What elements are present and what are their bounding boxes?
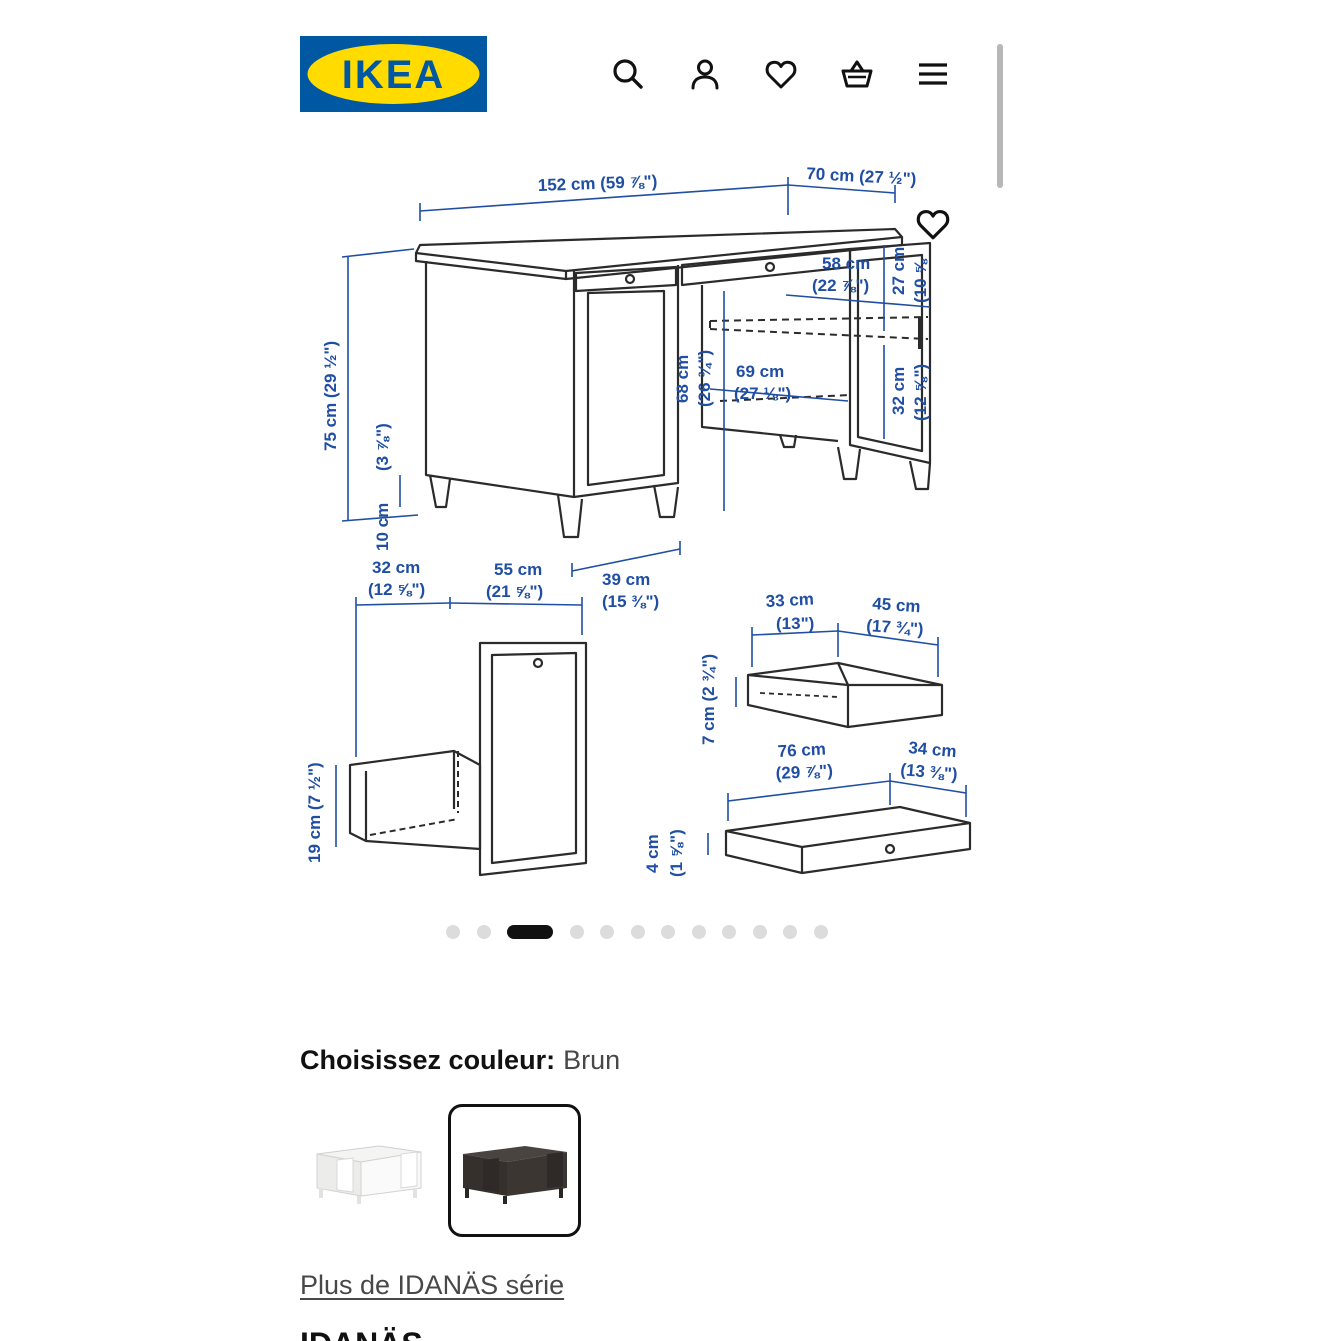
dim-leg-height-in: (3 ⅞") bbox=[373, 423, 392, 471]
dim-leg-height-cm: 10 cm bbox=[373, 503, 392, 551]
dim-cabinet-depth-cm: 39 cm bbox=[602, 570, 650, 589]
account-button[interactable] bbox=[683, 52, 727, 96]
dim-door-width-cm: 32 cm bbox=[372, 558, 420, 577]
brown-desk-thumbnail bbox=[462, 1145, 567, 1204]
menu-button[interactable] bbox=[911, 52, 955, 96]
dim-knee-width-in: (27 ⅛") bbox=[734, 384, 791, 403]
add-to-favourites-button[interactable] bbox=[910, 201, 956, 247]
dim-flat-drawer-width-cm: 76 cm bbox=[777, 739, 826, 760]
white-desk-thumbnail bbox=[316, 1144, 421, 1204]
selected-colour: Brun bbox=[563, 1045, 621, 1075]
dim-depth-total: 70 cm (27 ½") bbox=[806, 164, 917, 189]
dim-flat-drawer-depth-cm: 34 cm bbox=[908, 738, 958, 761]
carousel-dot[interactable] bbox=[661, 925, 675, 939]
page-scrollbar[interactable] bbox=[997, 44, 1003, 188]
dim-flat-drawer-width-in: (29 ⅞") bbox=[775, 761, 833, 783]
dim-knee-height-cm: 68 cm bbox=[673, 355, 692, 403]
heart-icon bbox=[765, 60, 797, 89]
dim-small-drawer-depth-cm: 45 cm bbox=[872, 594, 921, 616]
colour-picker-heading: Choisissez couleur:Brun bbox=[300, 1044, 620, 1076]
image-carousel-dots bbox=[446, 924, 844, 940]
dim-drawer-depth-cm: 55 cm bbox=[494, 560, 542, 579]
carousel-dot[interactable] bbox=[630, 925, 645, 939]
carousel-dot[interactable] bbox=[600, 925, 614, 939]
logo-text: IKEA bbox=[342, 53, 446, 97]
dim-small-drawer-height: 7 cm (2 ¾") bbox=[699, 654, 718, 745]
dim-flat-drawer-depth-in: (13 ⅜") bbox=[900, 760, 959, 784]
dim-flat-drawer-height-cm: 4 cm bbox=[643, 834, 662, 873]
dim-cabinet-height-cm: 32 cm bbox=[889, 367, 908, 415]
ikea-logo[interactable]: IKEA bbox=[300, 36, 487, 112]
carousel-dot[interactable] bbox=[476, 925, 491, 939]
product-dimension-image[interactable]: 152 cm (59 ⅞") 70 cm (27 ½") 75 cm (29 ½… bbox=[290, 145, 990, 905]
user-icon bbox=[691, 59, 719, 90]
dim-shelf-height-cm: 27 cm bbox=[889, 247, 908, 295]
carousel-dot[interactable] bbox=[446, 925, 460, 939]
colour-label: Choisissez couleur: bbox=[300, 1045, 556, 1075]
dim-flat-drawer-height-in: (1 ⅝") bbox=[667, 829, 686, 877]
dim-height-total: 75 cm (29 ½") bbox=[321, 341, 340, 451]
carousel-dot[interactable] bbox=[752, 925, 767, 939]
more-from-series-link[interactable]: Plus de IDANÄS série bbox=[300, 1270, 565, 1300]
search-icon bbox=[613, 59, 643, 89]
dim-door-width-in: (12 ⅝") bbox=[368, 580, 425, 599]
dim-knee-width-cm: 69 cm bbox=[736, 362, 784, 381]
dim-knee-height-in: (26 ¾") bbox=[695, 350, 714, 407]
carousel-dot[interactable] bbox=[691, 925, 706, 939]
dim-small-drawer-width-cm: 33 cm bbox=[765, 589, 814, 610]
dim-drawer-width-in: (22 ⅞") bbox=[812, 276, 869, 295]
carousel-dot[interactable] bbox=[507, 925, 553, 939]
basket-icon bbox=[841, 60, 873, 88]
carousel-dot[interactable] bbox=[813, 925, 828, 939]
colour-option-brown[interactable] bbox=[448, 1104, 581, 1237]
favourites-button[interactable] bbox=[759, 52, 803, 96]
dim-cabinet-depth-in: (15 ⅜") bbox=[602, 592, 659, 611]
search-button[interactable] bbox=[606, 52, 650, 96]
heart-icon bbox=[916, 209, 950, 240]
dim-cabinet-height-in: (12 ⅝") bbox=[911, 364, 930, 421]
carousel-dot[interactable] bbox=[783, 925, 797, 939]
carousel-dot[interactable] bbox=[569, 925, 584, 939]
dim-drawer-width-cm: 58 cm bbox=[822, 254, 870, 273]
colour-option-white[interactable] bbox=[302, 1104, 435, 1237]
dim-width-total: 152 cm (59 ⅞") bbox=[537, 172, 657, 195]
dim-small-drawer-depth-in: (17 ¾") bbox=[866, 616, 924, 639]
product-title: IDANÄS bbox=[300, 1326, 423, 1341]
basket-button[interactable] bbox=[835, 52, 879, 96]
dim-shelf-height-in: (10 ⅝ bbox=[911, 258, 930, 303]
dim-drawer-height: 19 cm (7 ½") bbox=[305, 762, 324, 863]
carousel-dot[interactable] bbox=[722, 925, 736, 939]
dim-small-drawer-width-in: (13") bbox=[776, 614, 814, 633]
dim-drawer-depth-in: (21 ⅝") bbox=[486, 582, 543, 601]
product-page: IKEA bbox=[300, 0, 1003, 1341]
menu-icon bbox=[919, 63, 947, 85]
